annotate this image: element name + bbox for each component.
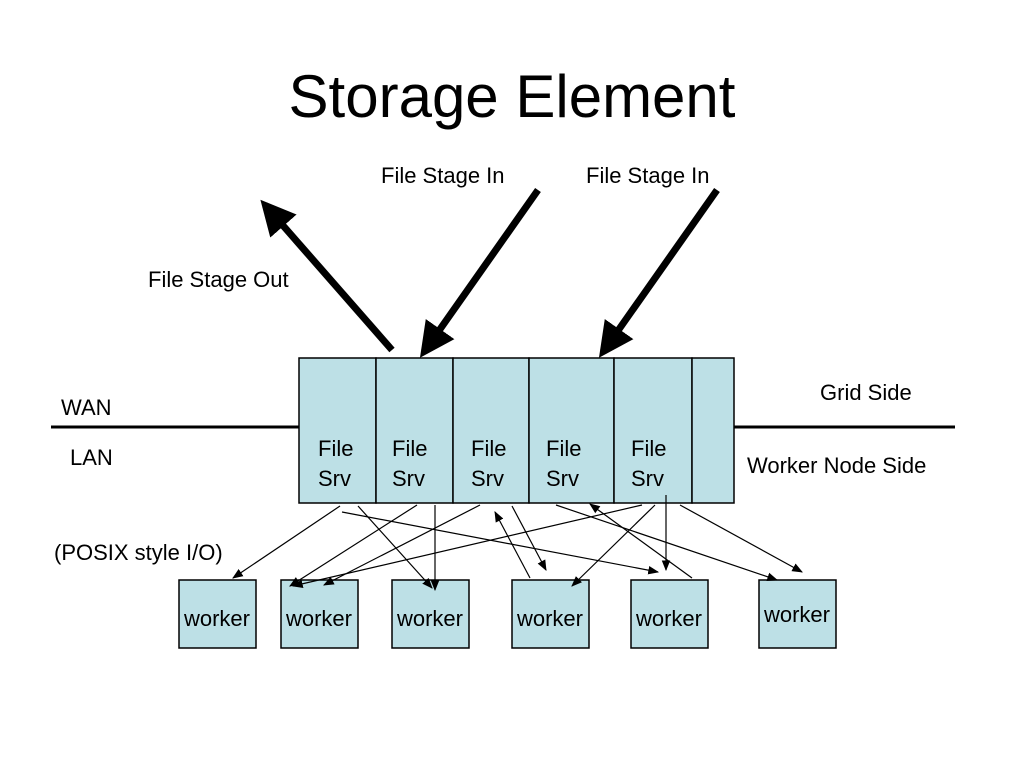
slide-title: Storage Element: [288, 63, 736, 130]
posix-io-arrows: [232, 495, 803, 592]
stage-in-arrow-1: [419, 187, 541, 358]
file-server-label-3b: Srv: [471, 466, 504, 491]
stage-in-arrow-2: [598, 187, 720, 358]
file-server-label-1a: File: [318, 436, 353, 461]
label-file-stage-in-2: File Stage In: [586, 163, 710, 188]
worker-label-2: worker: [285, 606, 352, 631]
file-server-box-5: [613, 357, 693, 504]
file-server-label-2b: Srv: [392, 466, 425, 491]
stage-out-arrow: [260, 199, 395, 353]
io-arrow-4: [289, 504, 418, 587]
io-arrow-2: [357, 505, 433, 589]
label-wan: WAN: [61, 395, 112, 420]
label-file-stage-out: File Stage Out: [148, 267, 289, 292]
label-worker-node-side: Worker Node Side: [747, 453, 927, 478]
worker-label-5: worker: [635, 606, 702, 631]
worker-row: worker worker worker worker worker worke…: [178, 579, 837, 649]
io-arrow-14: [679, 504, 803, 573]
file-server-box-6: [691, 357, 735, 504]
worker-label-1: worker: [183, 606, 250, 631]
io-arrow-13: [589, 503, 693, 579]
label-grid-side: Grid Side: [820, 380, 912, 405]
worker-label-6: worker: [763, 602, 830, 627]
file-server-label-5b: Srv: [631, 466, 664, 491]
io-arrow-7: [494, 511, 531, 579]
label-file-stage-in-1: File Stage In: [381, 163, 505, 188]
worker-box-2: [280, 579, 359, 649]
file-server-label-2a: File: [392, 436, 427, 461]
io-arrow-8: [511, 505, 547, 571]
worker-box-4: [511, 579, 590, 649]
label-posix-io: (POSIX style I/O): [54, 540, 223, 565]
worker-box-5: [630, 579, 709, 649]
file-server-box-1: [298, 357, 377, 504]
worker-label-3: worker: [396, 606, 463, 631]
file-server-label-4b: Srv: [546, 466, 579, 491]
io-arrow-3: [341, 511, 660, 575]
worker-label-4: worker: [516, 606, 583, 631]
file-server-label-3a: File: [471, 436, 506, 461]
worker-box-6: [758, 579, 837, 649]
file-server-label-5a: File: [631, 436, 666, 461]
file-server-box-4: [528, 357, 615, 504]
io-arrow-6: [323, 504, 481, 586]
file-server-block: File Srv File Srv File Srv File Srv File…: [298, 357, 735, 504]
file-server-box-2: [375, 357, 454, 504]
file-server-box-3: [452, 357, 530, 504]
worker-box-1: [178, 579, 257, 649]
io-arrow-11: [571, 504, 656, 587]
file-server-label-4a: File: [546, 436, 581, 461]
io-arrow-1: [232, 505, 341, 579]
file-server-label-1b: Srv: [318, 466, 351, 491]
label-lan: LAN: [70, 445, 113, 470]
io-arrow-10: [291, 504, 643, 589]
